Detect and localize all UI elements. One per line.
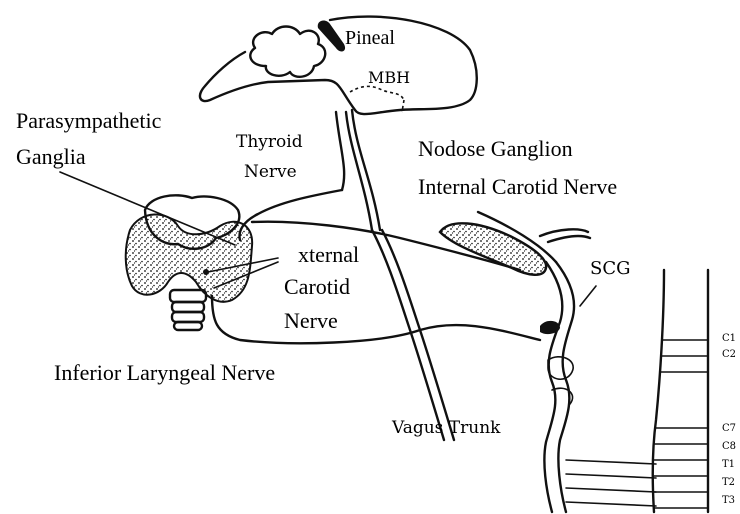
inferior-laryngeal-nerve-line	[212, 296, 540, 343]
mbh-region	[350, 86, 404, 100]
label-external-carotid-nerve: Nerve	[284, 310, 338, 332]
label-internal-carotid-nerve: Internal Carotid Nerve	[418, 176, 617, 198]
label-t1: T1	[722, 460, 735, 470]
internal-carotid-body	[440, 223, 546, 274]
brain-stalk-right	[352, 110, 380, 230]
label-external: xternal	[298, 244, 359, 266]
label-thyroid: Thyroid	[236, 134, 303, 151]
scg-pointer	[580, 286, 596, 306]
label-nodose-ganglion: Nodose Ganglion	[418, 138, 573, 160]
cortex-cloud	[250, 27, 325, 77]
label-pineal: Pineal	[345, 28, 395, 48]
label-c2: C2	[722, 350, 736, 360]
brain-outline	[200, 17, 477, 115]
label-parasympathetic: Parasympathetic	[16, 110, 161, 132]
label-thyroid-nerve: Nerve	[244, 164, 297, 181]
label-c1: C1	[722, 334, 736, 344]
label-mbh: MBH	[368, 70, 410, 86]
spinal-column	[653, 270, 708, 512]
vagus-trunk-line-2	[382, 230, 454, 440]
label-vagus-trunk: Vagus Trunk	[392, 420, 500, 437]
label-inferior-laryngeal-nerve: Inferior Laryngeal Nerve	[54, 362, 275, 384]
brain-stalk-left	[336, 112, 344, 190]
label-t3: T3	[722, 496, 735, 506]
label-t2: T2	[722, 478, 735, 488]
label-ganglia: Ganglia	[16, 146, 86, 168]
label-c8: C8	[722, 442, 736, 452]
thyroid-nerve-line	[240, 190, 342, 240]
spinal-rami	[566, 460, 656, 506]
label-carotid: Carotid	[284, 276, 350, 298]
label-c7: C7	[722, 424, 736, 434]
label-scg: SCG	[590, 260, 630, 278]
trachea	[170, 290, 206, 330]
vagus-trunk-line-1	[372, 230, 444, 440]
